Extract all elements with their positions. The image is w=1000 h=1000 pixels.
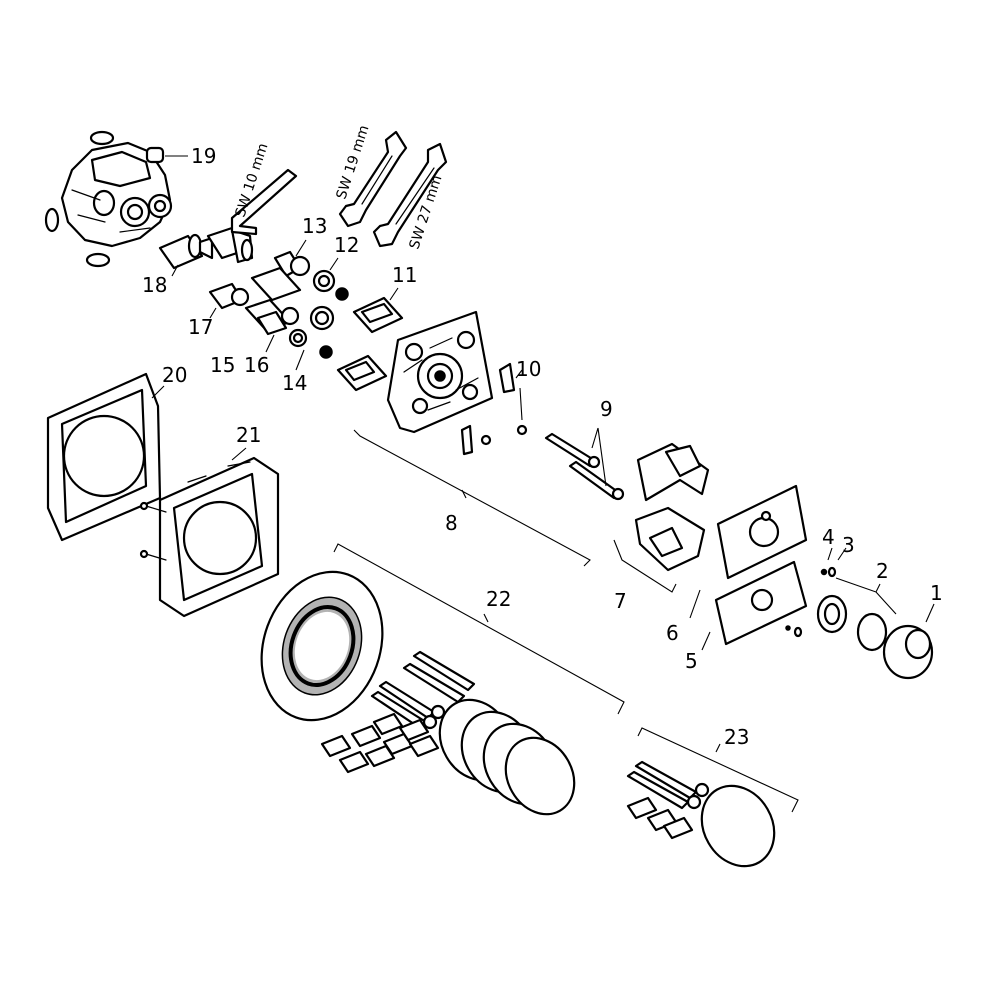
wrench-19-tool	[338, 130, 408, 228]
cover-plate-6	[716, 484, 808, 580]
cartridge-18	[158, 233, 214, 270]
clips-23	[626, 796, 694, 840]
label-7: 7	[614, 589, 627, 613]
label-12: 12	[334, 233, 359, 257]
rods-23	[626, 760, 710, 810]
ring-2	[816, 594, 888, 652]
mounting-plate-8	[386, 310, 494, 434]
small-parts-3-4	[820, 566, 837, 578]
split-plate-7	[634, 442, 710, 572]
label-17: 17	[188, 315, 213, 339]
clip-10	[460, 362, 528, 456]
label-9: 9	[600, 397, 613, 421]
valve-stem-13	[273, 250, 311, 278]
cartridge-17	[208, 282, 250, 310]
label-1: 1	[930, 581, 943, 605]
label-2: 2	[876, 559, 889, 583]
label-21: 21	[236, 423, 261, 447]
cartridge-15-16	[256, 310, 288, 336]
label-3: 3	[842, 533, 855, 557]
label-20: 20	[162, 363, 187, 387]
label-15: 15	[210, 353, 235, 377]
sleeves-22	[438, 698, 576, 816]
valve-body-19	[44, 130, 173, 268]
ring-14	[288, 287, 349, 359]
label-13: 13	[302, 214, 327, 238]
flange-22	[260, 570, 384, 722]
label-6: 6	[666, 621, 679, 645]
screw-9	[544, 432, 625, 501]
label-18: 18	[142, 273, 167, 297]
wrench-27-tool	[372, 142, 448, 248]
label-16: 16	[244, 353, 269, 377]
label-5: 5	[685, 649, 698, 673]
knob-1	[882, 624, 934, 680]
label-14: 14	[282, 371, 307, 395]
sleeve-23	[700, 784, 776, 868]
frame-21	[139, 456, 280, 618]
frame-20	[46, 372, 162, 542]
label-10: 10	[516, 357, 541, 381]
label-11: 11	[392, 263, 417, 287]
hex-key-tool	[230, 168, 298, 236]
bracket-11	[336, 296, 404, 392]
rods-22	[370, 650, 476, 730]
nut-12	[312, 269, 336, 293]
clips-22	[320, 712, 440, 774]
label-8: 8	[445, 511, 458, 535]
label-23: 23	[724, 725, 749, 749]
label-4: 4	[822, 525, 835, 549]
label-19: 19	[191, 144, 216, 168]
cover-plate-5	[714, 560, 808, 646]
label-22: 22	[486, 587, 511, 611]
